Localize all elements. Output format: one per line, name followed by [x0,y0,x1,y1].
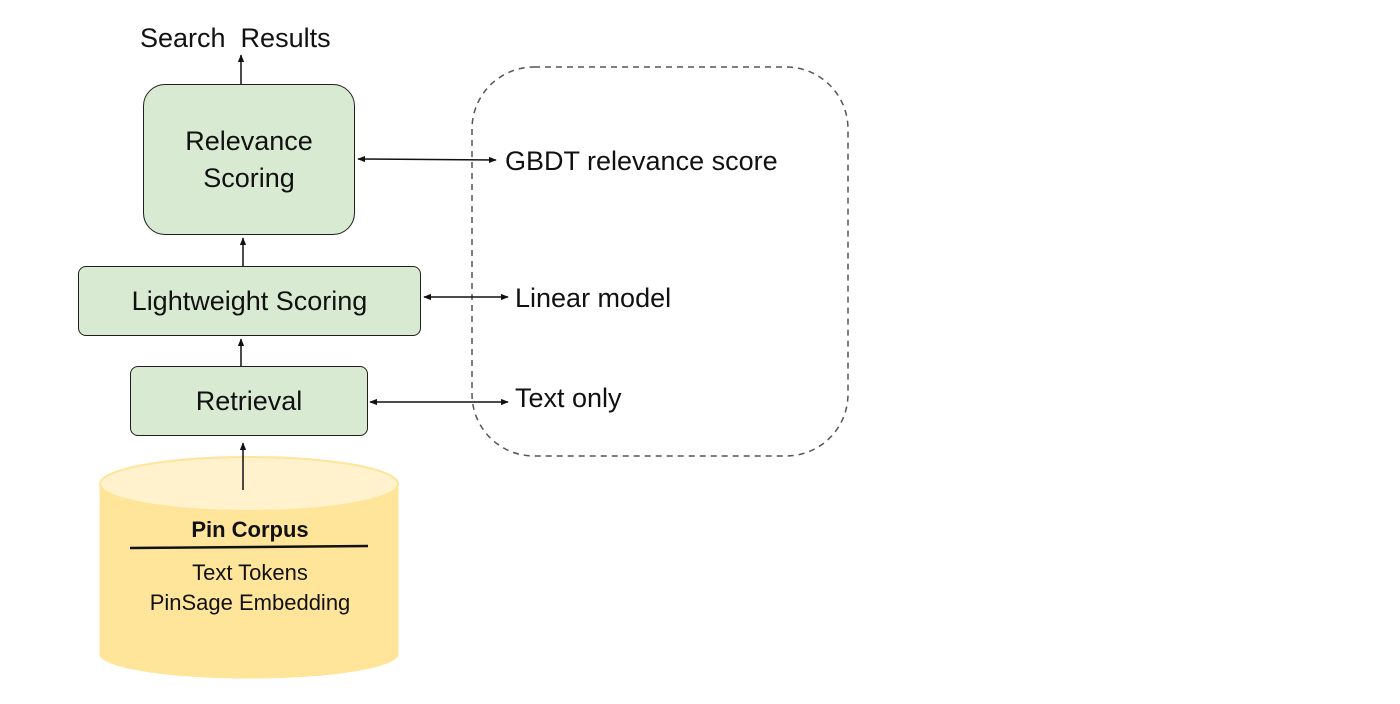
lightweight-scoring-box: Lightweight Scoring [78,266,421,336]
relevance-scoring-line1: Relevance [185,125,313,156]
model-group-container [471,66,849,457]
arrow-relevance-model [357,155,497,164]
relevance-scoring-line2: Scoring [203,162,295,193]
corpus-divider [129,544,369,550]
model-label-linear: Linear model [515,283,672,313]
retrieval-box: Retrieval [130,366,368,436]
search-results-label: Search Results [140,23,331,53]
corpus-title: Pin Corpus [191,517,309,542]
pin-corpus-database-icon [99,456,399,679]
retrieval-label: Retrieval [195,385,303,416]
model-label-text-only: Text only [515,383,622,413]
corpus-pinsage-embedding: PinSage Embedding [149,590,351,615]
relevance-scoring-box: Relevance Scoring [143,84,355,235]
corpus-text-tokens: Text Tokens [192,560,308,585]
lightweight-scoring-label: Lightweight Scoring [131,285,368,316]
model-label-gbdt: GBDT relevance score [505,146,778,176]
